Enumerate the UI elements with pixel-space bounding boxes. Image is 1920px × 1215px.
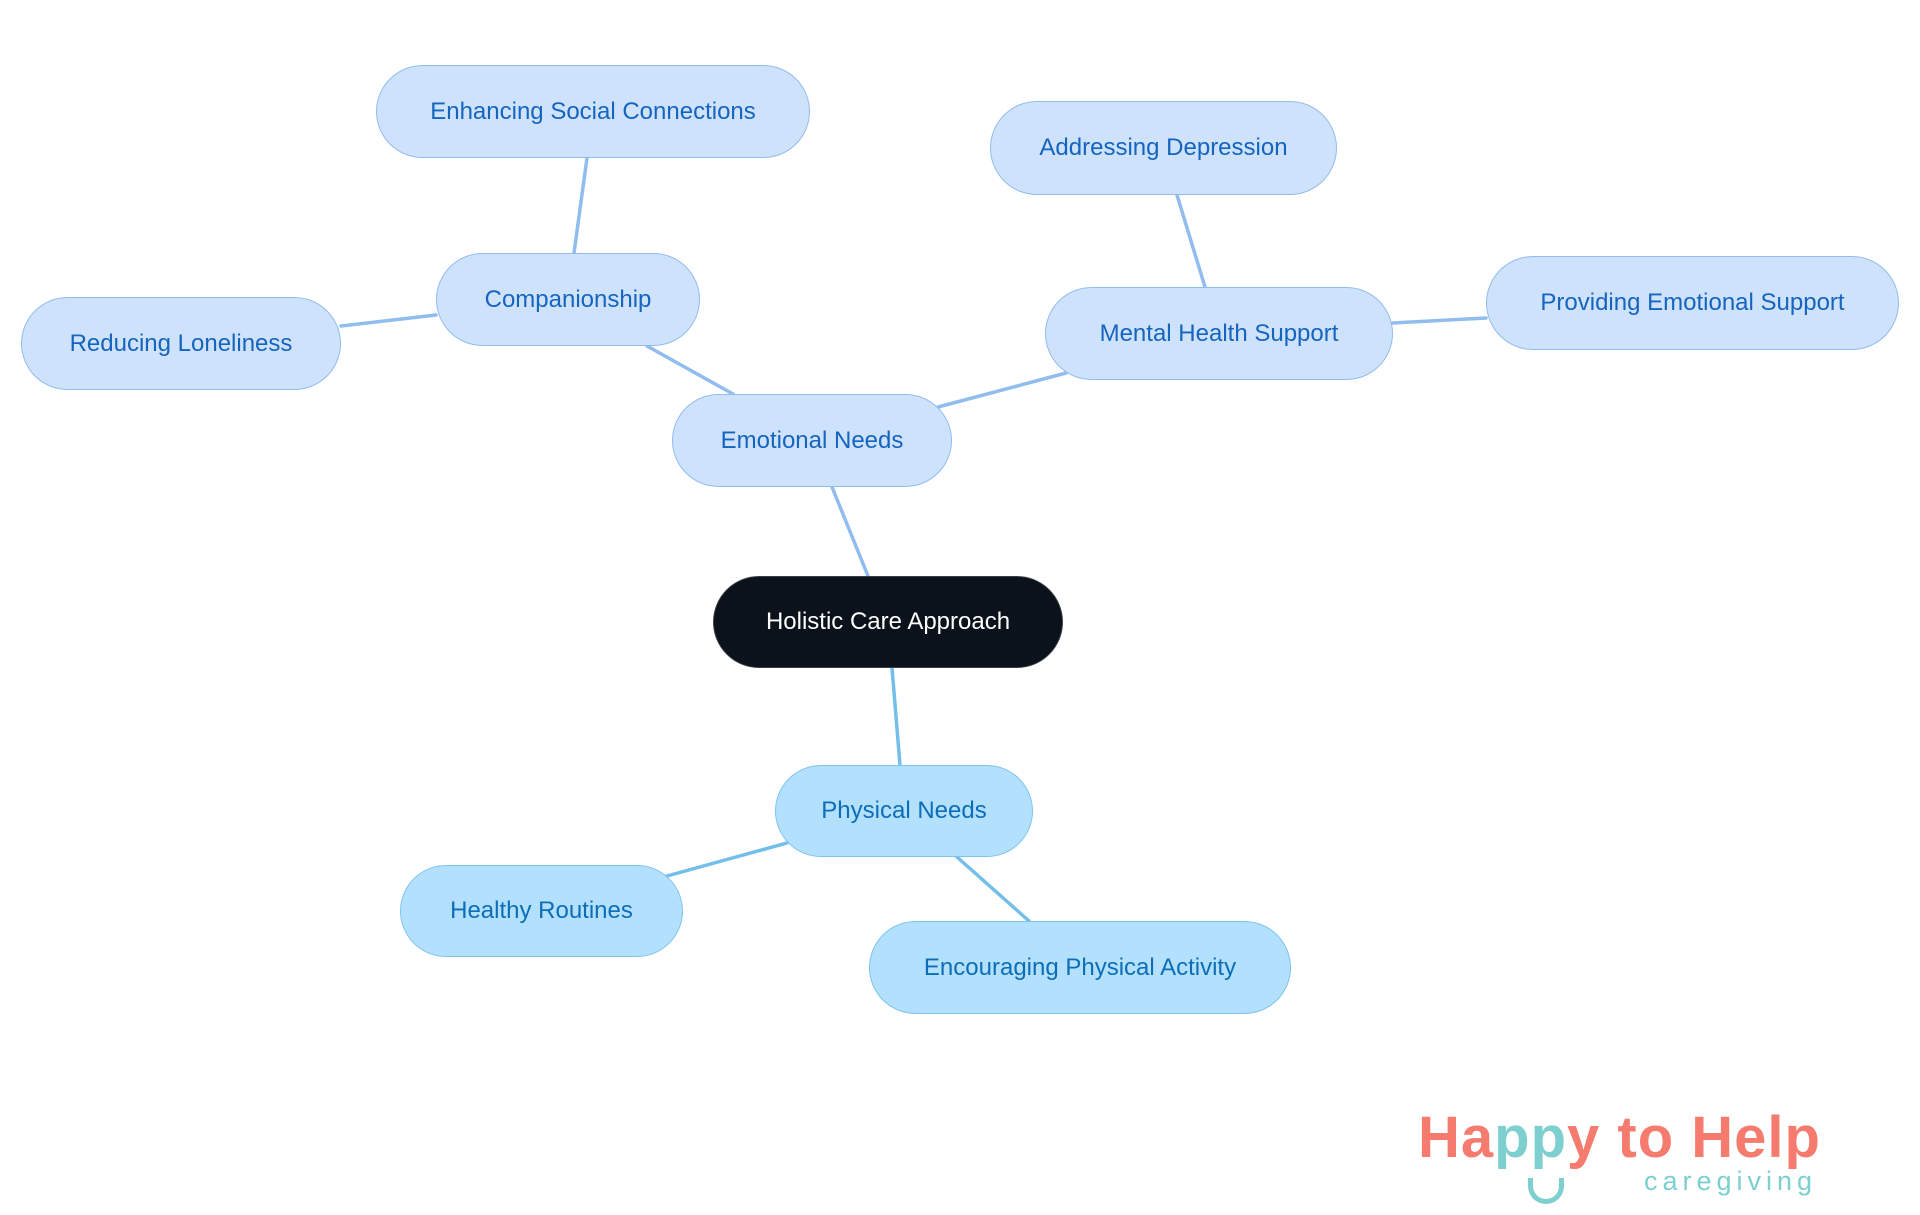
edge-mental-emosupport bbox=[1391, 316, 1488, 325]
node-social[interactable]: Enhancing Social Connections bbox=[376, 65, 810, 158]
node-label: Holistic Care Approach bbox=[765, 608, 1011, 635]
edge-companionship-social bbox=[572, 156, 589, 255]
edge-physical-activity bbox=[955, 855, 1031, 923]
edge-companionship-loneliness bbox=[339, 313, 438, 328]
node-label: Providing Emotional Support bbox=[1540, 289, 1845, 316]
node-label: Encouraging Physical Activity bbox=[923, 953, 1237, 981]
node-label: Physical Needs bbox=[821, 797, 987, 824]
node-label: Emotional Needs bbox=[720, 426, 904, 454]
node-label: Reducing Loneliness bbox=[69, 329, 293, 357]
happy-to-help-logo: Happy to Help caregiving bbox=[1418, 1108, 1878, 1208]
node-loneliness[interactable]: Reducing Loneliness bbox=[21, 297, 341, 390]
smile-icon bbox=[1528, 1178, 1564, 1204]
logo-text-part1: Ha bbox=[1418, 1105, 1495, 1170]
edge-emotional-companionship bbox=[645, 344, 735, 396]
edge-physical-routines bbox=[665, 841, 789, 878]
logo-text-part3: y to Help bbox=[1567, 1105, 1821, 1170]
node-emotional[interactable]: Emotional Needs bbox=[672, 394, 952, 487]
node-root[interactable]: Holistic Care Approach bbox=[713, 576, 1063, 668]
edge-mental-depression bbox=[1175, 193, 1207, 289]
edge-root-emotional bbox=[830, 485, 870, 578]
node-activity[interactable]: Encouraging Physical Activity bbox=[869, 921, 1291, 1014]
node-mental[interactable]: Mental Health Support bbox=[1045, 287, 1393, 380]
node-label: Companionship bbox=[484, 285, 652, 313]
node-depression[interactable]: Addressing Depression bbox=[990, 101, 1337, 195]
node-label: Healthy Routines bbox=[450, 897, 633, 924]
node-companionship[interactable]: Companionship bbox=[436, 253, 700, 346]
node-routines[interactable]: Healthy Routines bbox=[400, 865, 683, 957]
logo-wordmark: Happy to Help bbox=[1418, 1108, 1821, 1168]
node-physical[interactable]: Physical Needs bbox=[775, 765, 1033, 857]
logo-text-part2: pp bbox=[1494, 1105, 1568, 1170]
node-label: Mental Health Support bbox=[1099, 319, 1339, 347]
edge-root-physical bbox=[890, 666, 902, 767]
node-emosupport[interactable]: Providing Emotional Support bbox=[1486, 256, 1899, 350]
edge-emotional-mental bbox=[936, 371, 1068, 409]
logo-subtitle: caregiving bbox=[1644, 1166, 1818, 1196]
node-label: Addressing Depression bbox=[1039, 134, 1288, 161]
node-label: Enhancing Social Connections bbox=[430, 97, 756, 125]
